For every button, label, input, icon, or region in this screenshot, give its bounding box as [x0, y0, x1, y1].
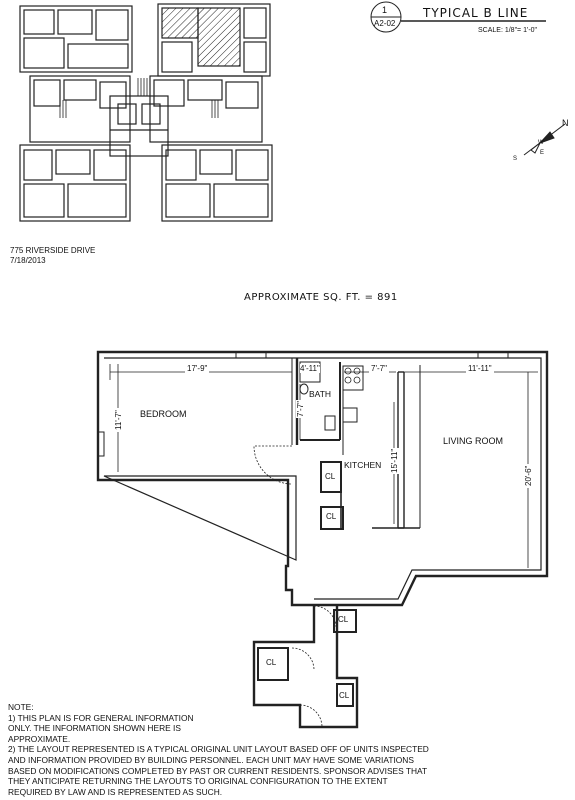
key-plan-wing-nw [19, 5, 133, 73]
dimension-living-width: 11'-11" [466, 364, 494, 373]
room-label-kitchen: KITCHEN [344, 460, 382, 470]
dimension-living-height: 20'-6" [524, 463, 533, 488]
dimension-bath-width: 4'-11" [300, 364, 320, 373]
key-plan-wing-se [161, 144, 273, 222]
note-line: THEY ANTICIPATE RETURNING THE LAYOUTS TO… [8, 776, 388, 787]
building-address: 775 RIVERSIDE DRIVE [10, 246, 96, 255]
sheet-ref: A2-02 [374, 19, 396, 28]
dimension-bedroom-height: 11'-7" [114, 408, 123, 432]
exterior-wall [96, 350, 549, 729]
compass-e: E [540, 150, 545, 156]
unit-plan [96, 350, 549, 729]
dimension-bath-height: 7'-7" [296, 400, 305, 418]
note-line: 1) THIS PLAN IS FOR GENERAL INFORMATION [8, 712, 194, 723]
key-plan-wing-sw [19, 144, 131, 222]
plan-notes: NOTE: 1) THIS PLAN IS FOR GENERAL INFORM… [8, 702, 568, 797]
room-label-closet: CL [266, 658, 277, 667]
key-plan-core [109, 95, 169, 157]
building-info: 775 RIVERSIDE DRIVE 7/18/2013 [10, 246, 95, 266]
dimension-kitchen-height: 15'-11" [390, 447, 399, 474]
note-line: APPROXIMATE. [8, 733, 71, 744]
compass-s: S [513, 156, 518, 162]
drawing-title: TYPICAL B LINE [423, 6, 529, 20]
compass-w: W [538, 140, 544, 146]
room-label-closet: CL [339, 691, 350, 700]
north-arrow-icon [523, 123, 566, 156]
note-line: 2) THE LAYOUT REPRESENTED IS A TYPICAL O… [8, 744, 429, 755]
dimension-kitchen-width: 7'-7" [369, 364, 389, 373]
room-label-living-room: LIVING ROOM [443, 436, 504, 446]
compass-n: N [562, 118, 569, 128]
notes-heading: NOTE: [8, 702, 34, 712]
note-line: ONLY. THE INFORMATION SHOWN HERE IS [8, 723, 181, 734]
key-plan-wing-w [29, 75, 131, 143]
key-plan-highlighted-unit [161, 7, 199, 39]
room-label-closet: CL [325, 472, 336, 481]
note-line: REQUIRED BY LAW AND IS REPRESENTED AS SU… [8, 786, 223, 797]
key-plan [19, 3, 273, 222]
room-label-bedroom: BEDROOM [140, 409, 187, 419]
sheet-number: 1 [382, 5, 388, 15]
approx-square-footage: APPROXIMATE SQ. FT. = 891 [244, 292, 398, 303]
room-label-closet: CL [326, 512, 337, 521]
room-label-closet: CL [338, 615, 349, 624]
drawing-scale: SCALE: 1/8"= 1'-0" [478, 27, 538, 34]
note-line: AND INFORMATION PROVIDED BY BUILDING PER… [8, 754, 414, 765]
sheet-reference-symbol [370, 1, 546, 33]
dimension-bedroom-width: 17'-9" [185, 364, 210, 373]
plan-date: 7/18/2013 [10, 256, 46, 265]
key-plan-wing-e [149, 75, 263, 143]
room-label-bath: BATH [309, 389, 332, 399]
note-line: BASED ON MODIFICATIONS COMPLETED BY PAST… [8, 765, 428, 776]
